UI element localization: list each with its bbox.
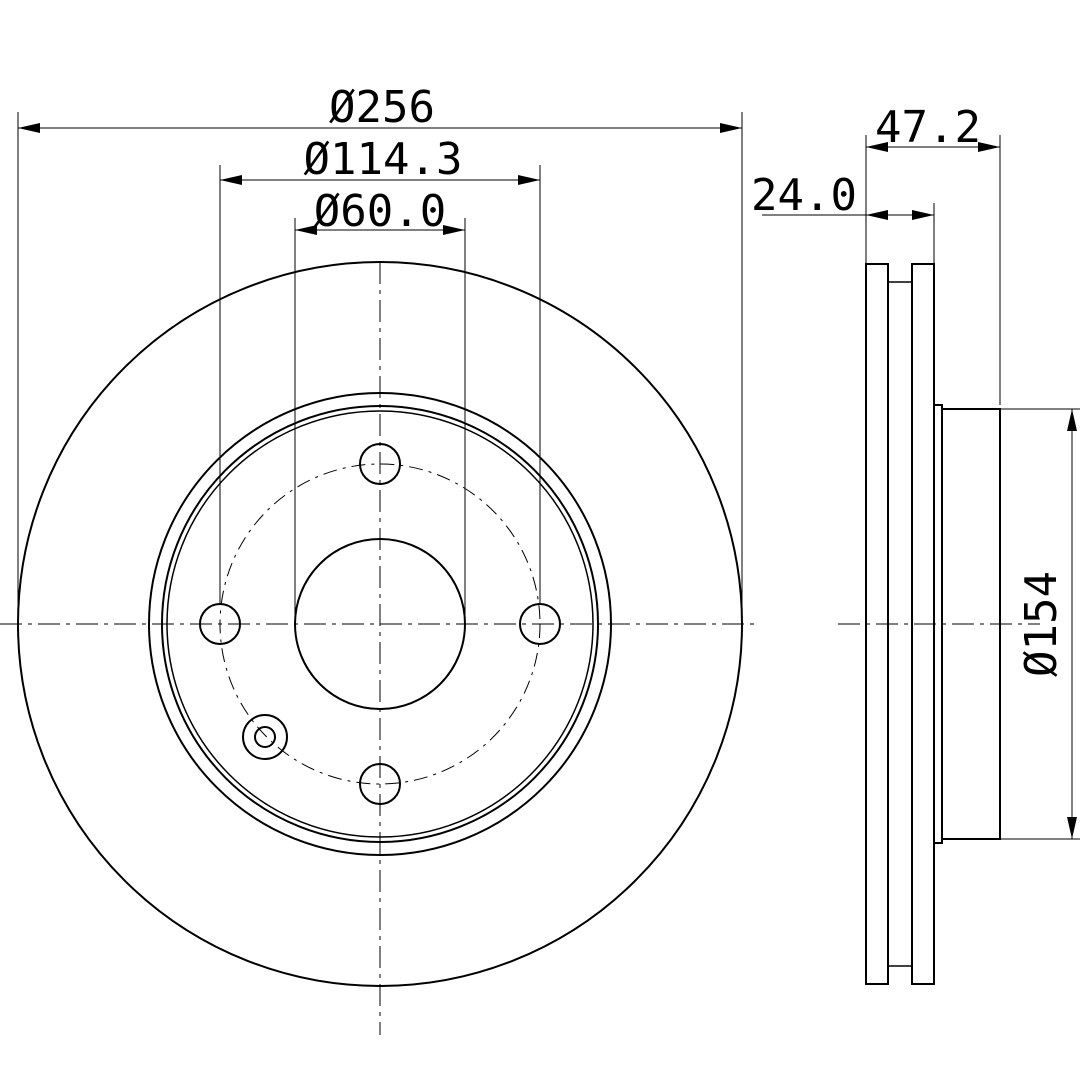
arrow-thickness-left [866,210,888,220]
arrow-bore-left [295,225,317,235]
hat-inner-circle-2 [166,410,594,838]
locating-hole-outer [242,714,288,760]
height-label: 47.2 [875,102,981,153]
arrow-bolt-right [518,175,540,185]
arrow-hat-top [1067,409,1077,431]
front-view [0,261,760,1035]
bolt-hole-bottom [359,763,401,805]
front-dimensions: Ø256 Ø114.3 Ø60.0 [17,82,743,624]
hat-inner-circle [161,405,599,843]
side-vent-core [887,281,913,967]
bolt-circle-label: Ø114.3 [304,134,463,185]
arrow-outer-left [18,123,40,133]
hat-outer-circle [148,392,612,856]
bolt-hole-top [359,443,401,485]
arrow-thickness-right [912,210,934,220]
hat-diameter-label: Ø154 [1016,571,1067,677]
outer-diameter-label: Ø256 [329,82,435,133]
arrow-bore-right [443,225,465,235]
arrow-outer-right [720,123,742,133]
side-dimensions: 47.2 24.0 Ø154 [751,102,1080,840]
bolt-circle [219,463,541,785]
arrow-height-left [866,142,888,152]
center-bore-label: Ø60.0 [314,186,446,237]
arrow-bolt-left [220,175,242,185]
thickness-label: 24.0 [751,170,857,221]
locating-hole-inner [254,726,276,748]
side-hat [941,408,1001,840]
arrow-height-right [978,142,1000,152]
side-view [838,263,1040,985]
arrow-hat-bottom [1067,817,1077,839]
